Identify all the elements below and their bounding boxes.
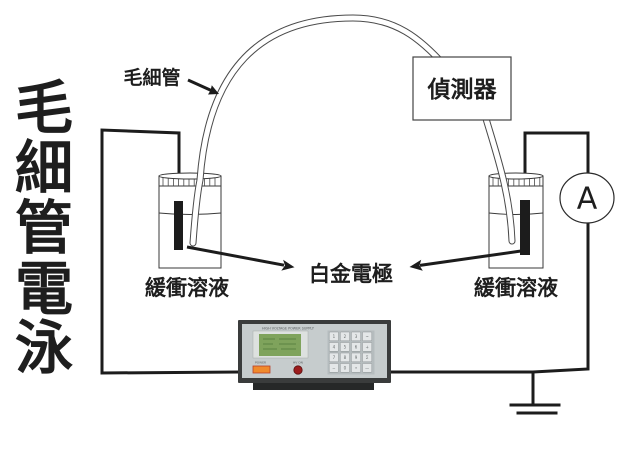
vertical-title: 毛 細 管 電 泳 xyxy=(15,74,73,382)
beaker-rim-top xyxy=(488,172,544,180)
power-switch xyxy=(252,365,271,374)
detector: 偵測器 xyxy=(412,56,512,121)
left-buffer-label: 緩衝溶液 xyxy=(145,276,229,300)
keypad-key xyxy=(362,363,373,373)
right-platinum-electrode xyxy=(520,200,530,255)
keypad-key-label: 4 xyxy=(333,345,336,350)
keypad-key-label: 5 xyxy=(344,345,347,350)
capillary-pointer-arrow xyxy=(187,78,219,95)
keypad-key xyxy=(351,363,361,373)
keypad-key-label: 7 xyxy=(333,355,336,360)
left-buffer-beaker xyxy=(158,172,222,269)
hv-indicator-knob xyxy=(293,365,303,375)
keypad-key xyxy=(362,342,373,352)
title-char: 管 xyxy=(15,194,73,262)
right-buffer-label: 緩衝溶液 xyxy=(474,276,558,300)
keypad-key-label: 9 xyxy=(355,355,358,360)
keypad-key-label: 6 xyxy=(355,345,358,350)
right-top-wire xyxy=(523,131,590,202)
arrow-head xyxy=(409,259,423,271)
keypad-key-label: • xyxy=(355,366,357,371)
keypad-key-label: 0 xyxy=(344,366,347,371)
arrow-head xyxy=(208,85,219,95)
buffer-liquid-level xyxy=(488,212,544,215)
keypad-key xyxy=(328,342,339,352)
keypad-key xyxy=(328,352,339,363)
keypad-key xyxy=(351,342,361,352)
capillary-arc-outline xyxy=(189,14,449,247)
beaker-body xyxy=(158,175,222,269)
left-electrode-arrow xyxy=(186,245,295,271)
keypad-key xyxy=(328,331,339,342)
keypad-key-label: ~ xyxy=(365,334,368,339)
keypad: 1 2 3 ~4 5 6 +7 8 9 Σ − 0 • — xyxy=(328,331,373,373)
keypad-key xyxy=(351,352,361,363)
arrow-shaft xyxy=(419,249,522,267)
keypad-key-label: 8 xyxy=(344,355,347,360)
keypad-key xyxy=(340,342,350,352)
keypad-key xyxy=(351,331,361,342)
ammeter-label: A xyxy=(577,182,598,217)
capillary-outlet-bore xyxy=(481,109,515,244)
arrow-shaft xyxy=(187,78,212,92)
ground-symbol xyxy=(509,370,561,415)
right-electrode-arrow xyxy=(409,249,522,271)
lcd-readout xyxy=(263,338,296,350)
keypad-key-label: — xyxy=(365,366,369,371)
title-char: 泳 xyxy=(15,314,73,382)
keypad-key-label: 3 xyxy=(355,334,358,339)
detector-label: 偵測器 xyxy=(427,76,498,103)
title-char: 細 xyxy=(15,134,73,202)
buffer-liquid-level xyxy=(158,212,222,215)
keypad-key xyxy=(362,352,373,363)
keypad-key xyxy=(340,352,350,363)
right-bottom-wire xyxy=(388,220,590,374)
arrow-head xyxy=(281,259,295,271)
panel-title: HIGH VOLTAGE POWER SUPPLY xyxy=(262,326,315,330)
left-platinum-electrode xyxy=(174,201,183,250)
keypad-key xyxy=(362,331,373,342)
beaker-rim-top xyxy=(158,172,222,180)
arrow-shaft xyxy=(186,245,285,267)
keypad-key-label: + xyxy=(365,345,368,350)
keypad-key-label: − xyxy=(332,366,335,371)
high-voltage-power-supply: HIGH VOLTAGE POWER SUPPLY POWER HV ON 1 2… xyxy=(238,320,391,390)
hv-indicator-label: HV ON xyxy=(293,361,303,365)
capillary-arc-bore xyxy=(190,15,448,246)
electrode-label: 白金電極 xyxy=(309,262,393,286)
ammeter: A xyxy=(559,172,615,224)
keypad-key xyxy=(340,363,350,373)
device-base xyxy=(253,380,374,390)
circuit-wires xyxy=(100,128,590,375)
capillary-label: 毛細管 xyxy=(123,66,180,89)
keypad-key xyxy=(328,363,339,373)
left-wire xyxy=(100,128,241,375)
ammeter-circle xyxy=(559,172,615,224)
power-switch-label: POWER xyxy=(255,361,266,365)
keypad-key-label: 1 xyxy=(333,334,336,339)
detector-box xyxy=(412,56,512,121)
keypad-key xyxy=(340,331,350,342)
keypad-key-label: 2 xyxy=(344,334,347,339)
keypad-key-label: Σ xyxy=(366,355,369,360)
capillary-tube xyxy=(189,14,516,247)
title-char: 毛 xyxy=(15,74,73,142)
title-char: 電 xyxy=(15,255,73,323)
